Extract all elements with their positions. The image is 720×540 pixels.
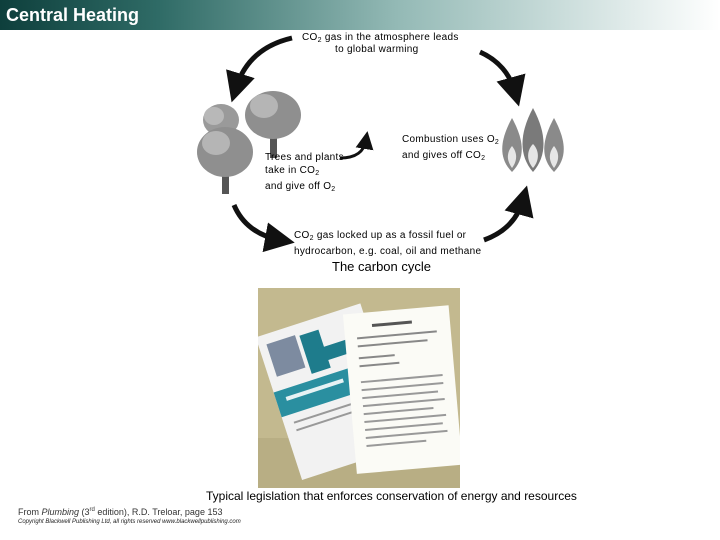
gas-flames-icon: [502, 108, 564, 172]
source-credit: From Plumbing (3rd edition), R.D. Treloa…: [18, 507, 223, 517]
combustion-label: Combustion uses O2 and gives off CO2: [402, 134, 500, 162]
legislation-documents-photo: [258, 288, 460, 488]
fossil-fuel-label: CO2 gas locked up as a fossil fuel or hy…: [294, 230, 482, 257]
cycle-arrow-middle: [339, 131, 374, 160]
trees-icon: [197, 91, 301, 194]
atmosphere-label-line2: to global warming: [335, 44, 419, 55]
slide-title: Central Heating: [6, 5, 140, 25]
copyright-notice: Copyright Blackwell Publishing Ltd, all …: [18, 519, 241, 525]
atmosphere-label: CO2 gas in the atmosphere leads: [302, 32, 459, 44]
cycle-arrow-bottom-right: [483, 185, 534, 243]
cycle-arrow-top-left: [226, 35, 293, 103]
carbon-cycle-diagram: [197, 35, 564, 253]
title-bar: Central Heating: [0, 0, 720, 30]
cycle-arrow-top-right: [478, 49, 526, 107]
cycle-arrow-bottom-left: [231, 203, 295, 253]
carbon-cycle-caption: The carbon cycle: [332, 259, 431, 274]
regulations-document: [342, 305, 460, 474]
trees-label: Trees and plants take in CO2 and give of…: [265, 152, 344, 193]
legislation-caption: Typical legislation that enforces conser…: [206, 489, 577, 503]
